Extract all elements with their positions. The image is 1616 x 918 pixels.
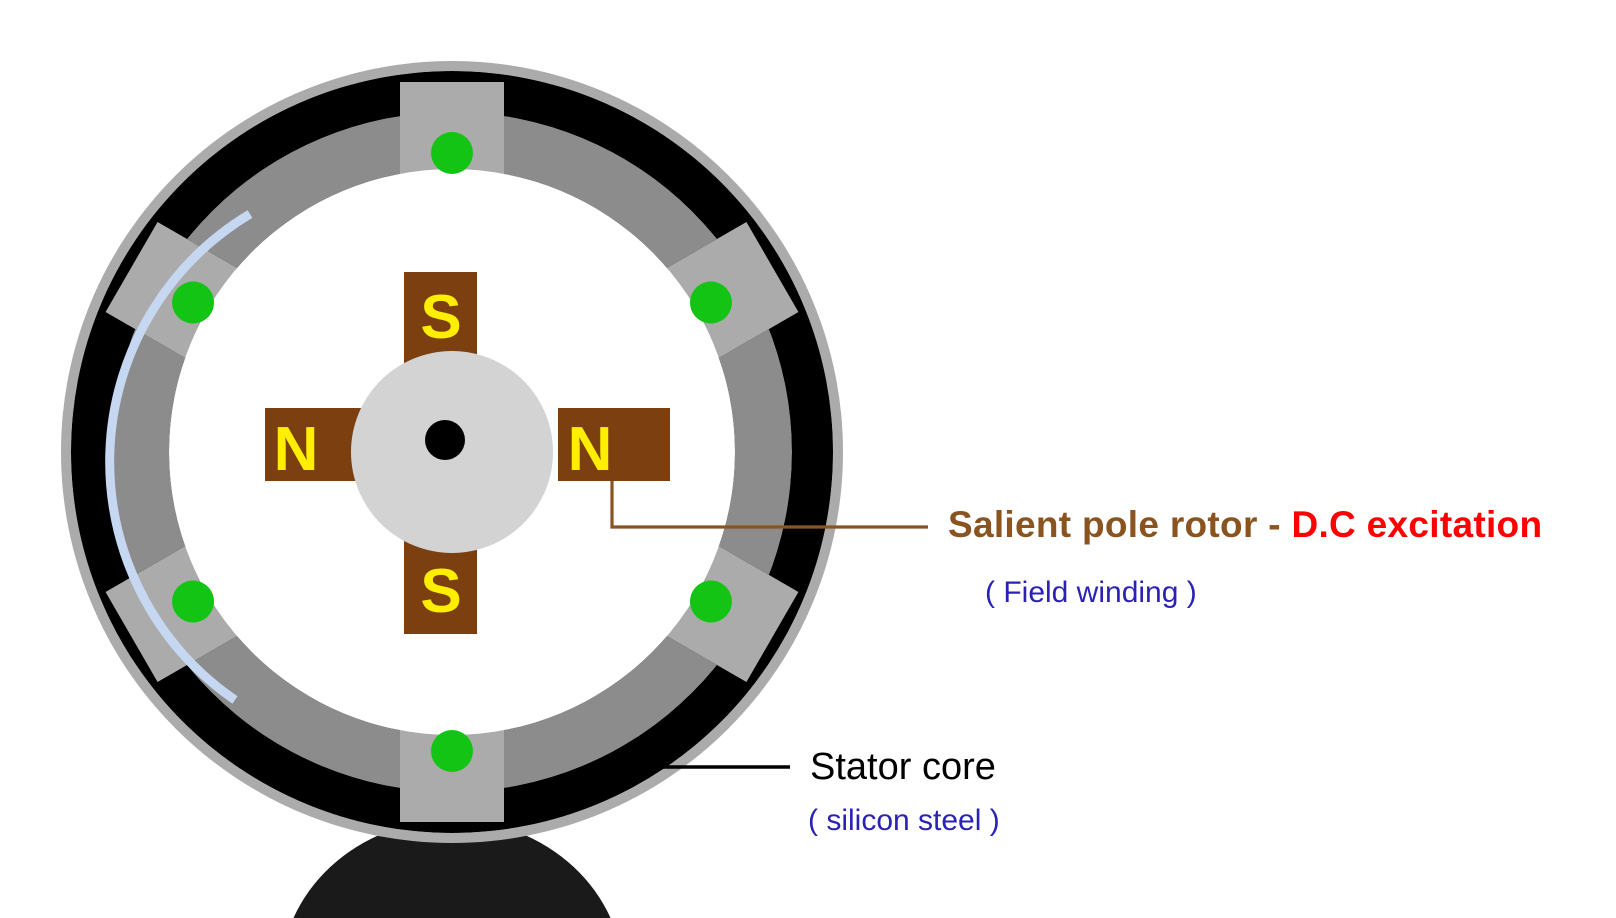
stator-callout-text: Stator core ( silicon steel ) <box>808 746 1000 837</box>
base-mount <box>293 820 611 918</box>
armature-conductors <box>172 132 732 772</box>
conductor-dot <box>689 580 732 623</box>
rotor-callout-accent: D.C excitation <box>1291 504 1542 545</box>
rotor-pole-top-letter: S <box>420 283 461 352</box>
rotor-callout-line: Salient pole rotor - D.C excitation <box>948 504 1542 545</box>
rotor-pole-right-body <box>558 408 670 481</box>
rotor-callout-leader <box>610 481 928 529</box>
conductor-dot <box>431 132 473 174</box>
rotor-callout-text: Salient pole rotor - D.C excitation ( Fi… <box>948 504 1542 609</box>
rotor-callout-separator: - <box>1258 504 1292 545</box>
rotor-shaft <box>425 420 465 460</box>
rotor-callout-sub: ( Field winding ) <box>985 576 1197 609</box>
rotor-pole-letters: S N S N <box>274 283 613 626</box>
conductor-dot <box>172 580 215 623</box>
rotor-pole-left-letter: N <box>274 415 319 484</box>
conductor-dot <box>172 281 215 324</box>
rotor-pole-bottom-letter: S <box>420 557 461 626</box>
stator-callout-main: Stator core <box>810 746 996 788</box>
stator-callout-sub: ( silicon steel ) <box>808 804 1000 837</box>
airgap-arc <box>105 210 253 704</box>
conductor-dot <box>689 281 732 324</box>
rotor-callout-main: Salient pole rotor <box>948 504 1258 545</box>
conductor-dot <box>431 730 473 772</box>
rotor-pole-right-letter: N <box>568 415 613 484</box>
